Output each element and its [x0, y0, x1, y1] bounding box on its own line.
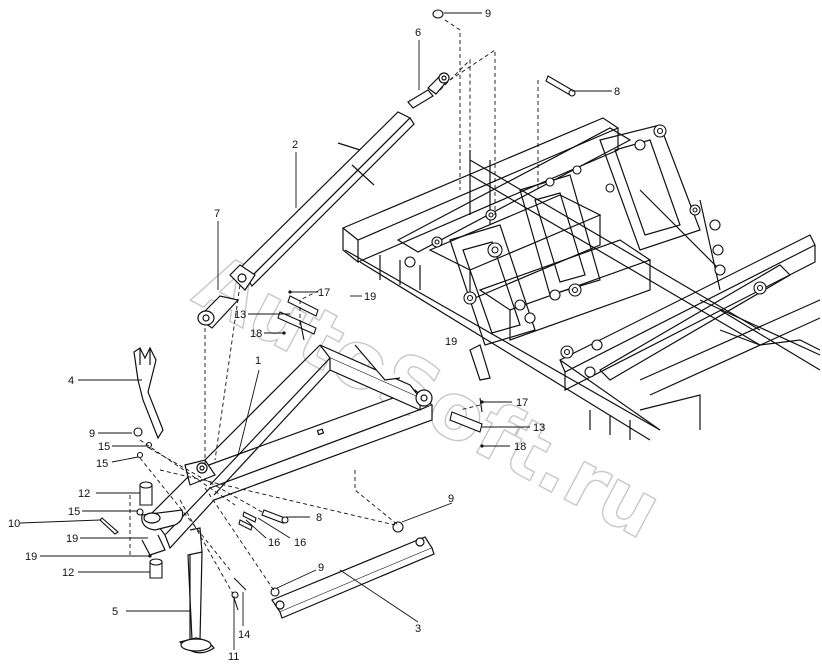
- callout-9-bottom: 9: [318, 562, 324, 574]
- eye-part-7: [197, 295, 240, 329]
- callout-9-mid: 9: [448, 493, 454, 505]
- callout-13-top: 13: [234, 309, 246, 321]
- callout-19-bottom: 19: [25, 551, 37, 563]
- machine-frame: [341, 117, 821, 441]
- callout-12-top: 12: [78, 488, 90, 500]
- callout-12-bottom: 12: [62, 567, 74, 579]
- callout-9-left: 9: [89, 428, 95, 440]
- callout-18-right: 18: [514, 441, 526, 453]
- callout-13-right: 13: [533, 422, 545, 434]
- leader-dots: [148, 290, 484, 558]
- prop-stand-part-5: [178, 527, 215, 654]
- callout-16-a: 16: [268, 537, 280, 549]
- eye-bolt-part-6: [407, 72, 450, 109]
- callout-8-mid: 8: [316, 512, 322, 524]
- callout-17-right: 17: [516, 397, 528, 409]
- callout-15-a: 15: [98, 441, 110, 453]
- callout-2: 2: [292, 139, 298, 151]
- callout-1: 1: [255, 355, 261, 367]
- callout-10: 10: [8, 518, 20, 530]
- assembly-dash-lines: [129, 19, 539, 593]
- callout-18-top: 18: [250, 328, 262, 340]
- callout-16-b: 16: [294, 537, 306, 549]
- callout-15-c: 15: [68, 506, 80, 518]
- callout-9-top: 9: [485, 8, 491, 20]
- callout-3: 3: [415, 623, 421, 635]
- frame-bolts: [404, 124, 767, 378]
- callout-labels: 9 6 8 2 7 17 19 13 18 19 1 4 17 13 9 15 …: [8, 8, 620, 663]
- bar-part-3: [271, 536, 435, 619]
- callout-7: 7: [214, 208, 220, 220]
- callout-5: 5: [112, 606, 118, 618]
- bracket-part-4: [133, 346, 164, 440]
- callout-11: 11: [228, 651, 239, 663]
- drawbar-part-1: [141, 344, 434, 556]
- small-parts: [99, 9, 576, 611]
- callout-14: 14: [238, 629, 250, 641]
- callout-8-top: 8: [614, 86, 620, 98]
- callout-19-mid: 19: [445, 336, 457, 348]
- strut-part-2: [229, 111, 415, 291]
- callout-15-b: 15: [96, 458, 108, 470]
- callout-19-left: 19: [66, 533, 78, 545]
- leader-lines: [19, 12, 612, 650]
- callout-19-top: 19: [364, 291, 376, 303]
- callout-17-top: 17: [318, 287, 330, 299]
- callout-6: 6: [415, 27, 421, 39]
- callout-4: 4: [68, 375, 74, 387]
